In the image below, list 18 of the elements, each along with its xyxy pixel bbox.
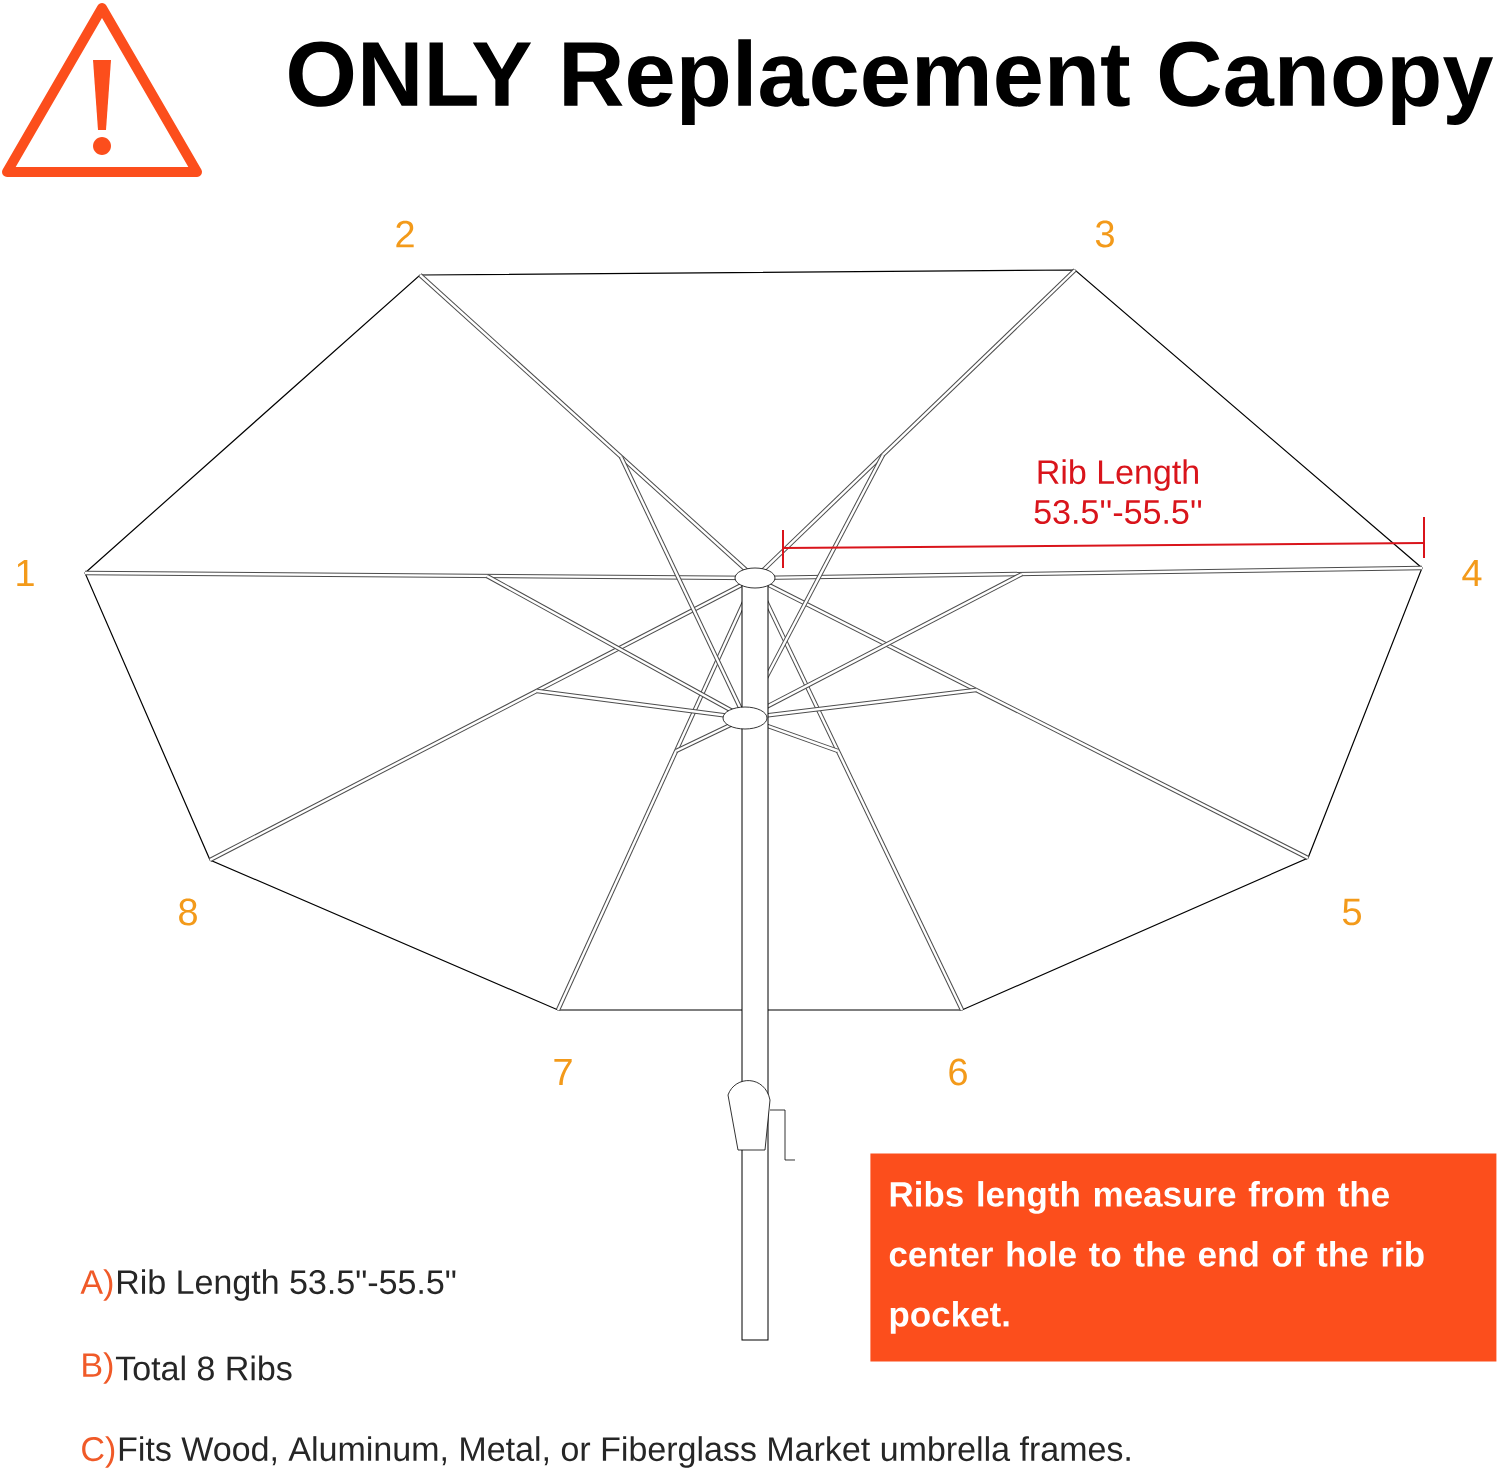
number-label: 7 xyxy=(554,1058,572,1086)
title: ONLY Replacement Canopy xyxy=(289,39,1494,125)
list-letter: B) xyxy=(83,1352,113,1384)
note-box: Ribs length measure from the center hole to the end of the rib pocket. xyxy=(870,1153,1497,1362)
number-label: 2 xyxy=(396,220,414,248)
number-label: 3 xyxy=(1095,220,1114,248)
list-item-text: Fits Wood, Aluminum, Metal, or Fiberglass Market umbrella frames. xyxy=(119,1436,1130,1468)
dimension-label: 53.5''-55.5'' xyxy=(1034,499,1202,525)
number-label: 4 xyxy=(1462,559,1482,587)
number-label: 5 xyxy=(1342,898,1361,926)
list-letter: A) xyxy=(80,1269,113,1301)
list-item-text: Rib Length 53.5"-55.5" xyxy=(118,1269,456,1301)
number-label: 1 xyxy=(17,559,34,587)
number-label: 8 xyxy=(179,898,197,926)
number-label: 6 xyxy=(949,1058,967,1086)
list-item-text: Total 8 Ribs xyxy=(115,1355,292,1381)
dimension-label: Rib Length xyxy=(1038,459,1198,491)
list-letter: C) xyxy=(82,1436,115,1468)
